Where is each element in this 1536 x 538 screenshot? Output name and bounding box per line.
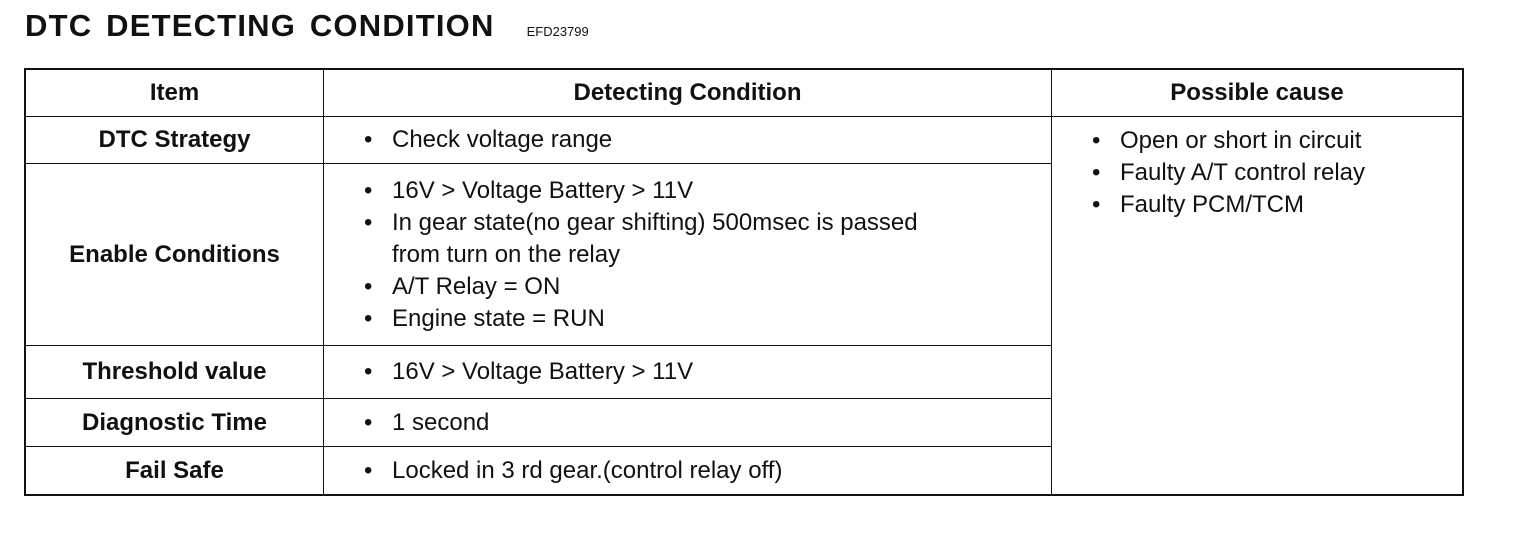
condition-item: •Check voltage range [364, 124, 612, 156]
row-item-enable-conditions: Enable Conditions [26, 164, 324, 346]
title-row: DTC DETECTING CONDITION EFD23799 [25, 8, 589, 48]
bullet-icon: • [364, 358, 373, 385]
bullet-icon: • [364, 208, 373, 236]
column-header-item: Item [26, 70, 324, 117]
condition-item: •In gear state(no gear shifting) 500msec… [364, 208, 918, 268]
row-condition-threshold-value: •16V > Voltage Battery > 11V [324, 346, 1052, 399]
condition-item: •16V > Voltage Battery > 11V [364, 356, 693, 388]
condition-item: •16V > Voltage Battery > 11V [364, 175, 932, 207]
page-title: DTC DETECTING CONDITION [25, 8, 495, 43]
possible-cause-item: •Faulty A/T control relay [1092, 157, 1462, 189]
row-condition-dtc-strategy: •Check voltage range [324, 117, 1052, 164]
document-code: EFD23799 [526, 24, 589, 39]
condition-list: •Check voltage range [324, 124, 612, 156]
condition-list: •Locked in 3 rd gear.(control relay off) [324, 455, 782, 487]
row-item-diagnostic-time: Diagnostic Time [26, 399, 324, 447]
bullet-icon: • [364, 408, 373, 436]
possible-cause-cell: •Open or short in circuit •Faulty A/T co… [1052, 117, 1462, 494]
column-header-possible-cause: Possible cause [1052, 70, 1462, 117]
row-item-threshold-value: Threshold value [26, 346, 324, 399]
bullet-icon: • [364, 272, 373, 300]
row-condition-fail-safe: •Locked in 3 rd gear.(control relay off) [324, 447, 1052, 494]
column-header-detecting-condition: Detecting Condition [324, 70, 1052, 117]
condition-item: •A/T Relay = ON [364, 271, 932, 303]
bullet-icon: • [1092, 191, 1101, 218]
condition-list: •1 second [324, 407, 489, 439]
dtc-condition-table: Item Detecting Condition Possible cause … [24, 68, 1464, 496]
row-condition-enable-conditions: •16V > Voltage Battery > 11V •In gear st… [324, 164, 1052, 346]
row-item-dtc-strategy: DTC Strategy [26, 117, 324, 164]
bullet-icon: • [364, 304, 373, 332]
bullet-icon: • [364, 176, 373, 204]
condition-list: •16V > Voltage Battery > 11V [324, 356, 693, 388]
row-condition-diagnostic-time: •1 second [324, 399, 1052, 447]
bullet-icon: • [1092, 159, 1101, 186]
condition-list: •16V > Voltage Battery > 11V •In gear st… [324, 175, 932, 335]
condition-item: •Engine state = RUN [364, 303, 932, 335]
possible-cause-list: •Open or short in circuit •Faulty A/T co… [1052, 125, 1462, 221]
condition-item: •1 second [364, 407, 489, 439]
bullet-icon: • [1092, 127, 1101, 154]
possible-cause-item: •Open or short in circuit [1092, 125, 1462, 157]
bullet-icon: • [364, 456, 373, 484]
possible-cause-item: •Faulty PCM/TCM [1092, 189, 1462, 221]
condition-item: •Locked in 3 rd gear.(control relay off) [364, 455, 782, 487]
row-item-fail-safe: Fail Safe [26, 447, 324, 494]
bullet-icon: • [364, 126, 373, 153]
